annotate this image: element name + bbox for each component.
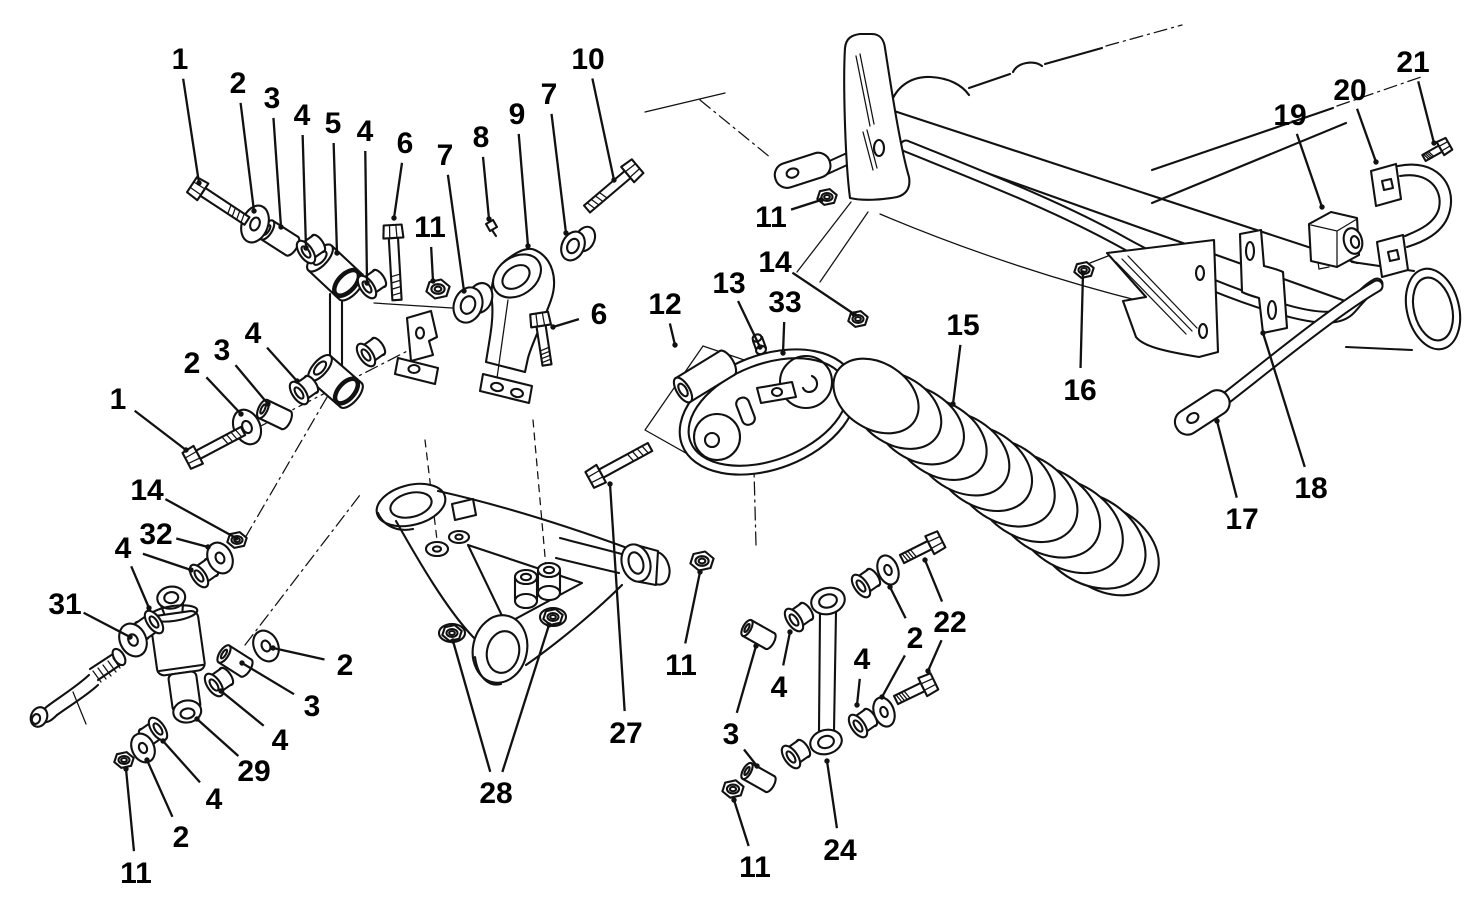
nut-11d bbox=[721, 779, 745, 799]
callout-4: 4 bbox=[357, 115, 374, 148]
callout-1: 1 bbox=[172, 43, 189, 76]
callout-4: 4 bbox=[272, 724, 289, 757]
nut-28a bbox=[441, 624, 463, 642]
bolt-6a bbox=[387, 236, 403, 302]
callout-8: 8 bbox=[473, 121, 490, 154]
clamp-20 bbox=[1369, 162, 1453, 279]
belt-guard-blade bbox=[843, 32, 911, 201]
callout-31: 31 bbox=[48, 588, 81, 621]
callout-16: 16 bbox=[1063, 374, 1096, 407]
callout-11: 11 bbox=[739, 851, 771, 884]
callout-20: 20 bbox=[1333, 74, 1366, 107]
spring-seat-bracket bbox=[1105, 238, 1220, 359]
callout-3: 3 bbox=[304, 690, 321, 723]
callout-2: 2 bbox=[173, 821, 190, 854]
nut-16 bbox=[1073, 261, 1095, 279]
spring-coil bbox=[832, 357, 920, 435]
callout-21: 21 bbox=[1396, 46, 1429, 79]
callout-14: 14 bbox=[130, 474, 164, 507]
callout-2: 2 bbox=[230, 67, 247, 100]
washer-31 bbox=[118, 622, 148, 658]
callout-12: 12 bbox=[648, 288, 681, 321]
callout-15: 15 bbox=[946, 309, 979, 342]
callout-11: 11 bbox=[755, 201, 787, 234]
callout-7: 7 bbox=[541, 78, 558, 111]
sway-bar-end-left bbox=[29, 647, 127, 728]
callout-2: 2 bbox=[907, 622, 924, 655]
callout-4: 4 bbox=[854, 643, 871, 676]
callout-17: 17 bbox=[1225, 503, 1258, 536]
callout-2: 2 bbox=[184, 347, 201, 380]
bolt-6a-head bbox=[382, 223, 405, 240]
callout-4: 4 bbox=[245, 317, 262, 350]
callout-28: 28 bbox=[479, 777, 512, 810]
callout-5: 5 bbox=[325, 107, 342, 140]
sway-bar-end-top bbox=[773, 151, 832, 189]
sway-bar-end-17 bbox=[1173, 389, 1231, 436]
callout-9: 9 bbox=[509, 98, 526, 131]
spring-pivot-plate-33 bbox=[644, 333, 858, 476]
callout-22: 22 bbox=[933, 606, 966, 639]
callout-3: 3 bbox=[723, 718, 740, 751]
sway-bar-link-24 bbox=[809, 586, 846, 756]
callout-4: 4 bbox=[771, 671, 788, 704]
callout-24: 24 bbox=[823, 834, 857, 867]
stud-13 bbox=[751, 333, 768, 356]
washer-2f bbox=[872, 696, 896, 728]
callout-14: 14 bbox=[758, 246, 792, 279]
callout-11: 11 bbox=[414, 211, 446, 244]
nut-11e bbox=[113, 751, 135, 769]
coil-spring bbox=[832, 357, 1160, 597]
bushing-7a bbox=[452, 286, 484, 324]
sway-bar bbox=[773, 139, 1384, 436]
washer-32 bbox=[206, 541, 234, 575]
construction-lines bbox=[209, 302, 863, 646]
spindle-arm-9 bbox=[393, 218, 556, 405]
callout-4: 4 bbox=[115, 532, 132, 565]
callout-29: 29 bbox=[237, 755, 270, 788]
callout-7: 7 bbox=[437, 139, 454, 172]
rear-tube bbox=[1404, 267, 1462, 351]
callout-32: 32 bbox=[139, 518, 172, 551]
bushing-7b bbox=[560, 230, 586, 262]
callout-4: 4 bbox=[206, 783, 223, 816]
callout-11: 11 bbox=[665, 649, 697, 682]
washer-2c bbox=[252, 629, 280, 663]
callout-3: 3 bbox=[214, 334, 231, 367]
callout-2: 2 bbox=[337, 649, 354, 682]
callout-6: 6 bbox=[591, 298, 608, 331]
callout-18: 18 bbox=[1294, 472, 1327, 505]
nut-11a bbox=[425, 278, 451, 300]
callout-19: 19 bbox=[1273, 99, 1306, 132]
callout-3: 3 bbox=[264, 82, 281, 115]
callout-1: 1 bbox=[110, 383, 127, 416]
radius-rod bbox=[328, 292, 344, 370]
washer-2d bbox=[130, 732, 156, 764]
callout-11: 11 bbox=[120, 857, 152, 890]
shock-absorber-29 bbox=[148, 585, 206, 724]
bolt-6b-head bbox=[529, 310, 552, 329]
control-arm bbox=[375, 482, 671, 686]
callout-6: 6 bbox=[397, 127, 414, 160]
callout-10: 10 bbox=[571, 43, 604, 76]
callout-4: 4 bbox=[294, 99, 311, 132]
callout-33: 33 bbox=[768, 286, 801, 319]
callout-13: 13 bbox=[712, 267, 745, 300]
nut-28b bbox=[542, 608, 564, 626]
grease-fitting-8 bbox=[484, 218, 499, 238]
washer-2e bbox=[876, 554, 900, 586]
callout-27: 27 bbox=[609, 717, 642, 750]
nut-11c bbox=[689, 550, 715, 572]
frame-brackets bbox=[843, 32, 1462, 359]
